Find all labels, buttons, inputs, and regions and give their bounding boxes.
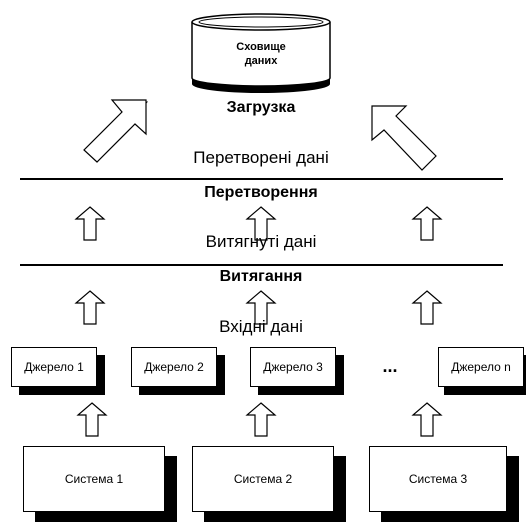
up-arrow-transform-left <box>74 206 106 241</box>
source-label-n: Джерело n <box>451 360 511 374</box>
up-arrows <box>74 206 443 437</box>
source-box-3: Джерело 3 <box>250 347 336 387</box>
source-label-1: Джерело 1 <box>24 360 84 374</box>
stage-load: Загрузка <box>226 99 296 116</box>
system-label-2: Система 2 <box>233 472 293 486</box>
sources-ellipsis: ... <box>382 356 398 376</box>
stage-transform: Перетворення <box>204 184 318 201</box>
warehouse-label-line2: даних <box>244 55 278 67</box>
up-arrow-transform-center <box>245 206 277 241</box>
up-arrow-extract-right <box>411 290 443 325</box>
up-arrow-extract-center <box>245 290 277 325</box>
load-arrow-left <box>83 99 149 163</box>
system-box-3: Система 3 <box>369 446 507 512</box>
up-arrow-extract-left <box>74 290 106 325</box>
up-arrow-source-2 <box>245 402 277 437</box>
flow-extracted: Витягнуті дані <box>205 232 317 251</box>
source-label-2: Джерело 2 <box>144 360 204 374</box>
load-arrow-right <box>371 100 437 171</box>
source-label-3: Джерело 3 <box>263 360 323 374</box>
stage-extract: Витягання <box>219 268 303 285</box>
flow-transformed: Перетворені дані <box>193 148 329 167</box>
source-box-n: Джерело n <box>438 347 524 387</box>
up-arrow-transform-right <box>411 206 443 241</box>
up-arrow-source-1 <box>76 402 108 437</box>
source-box-1: Джерело 1 <box>11 347 97 387</box>
system-label-1: Система 1 <box>64 472 124 486</box>
system-label-3: Система 3 <box>408 472 468 486</box>
system-box-2: Система 2 <box>192 446 334 512</box>
warehouse-cylinder <box>191 13 331 93</box>
up-arrow-source-3 <box>411 402 443 437</box>
warehouse-label-line1: Сховище <box>236 41 286 53</box>
warehouse-label: Сховище даних <box>211 40 311 68</box>
source-box-2: Джерело 2 <box>131 347 217 387</box>
flow-input: Вхідні дані <box>219 317 303 336</box>
system-box-1: Система 1 <box>23 446 165 512</box>
